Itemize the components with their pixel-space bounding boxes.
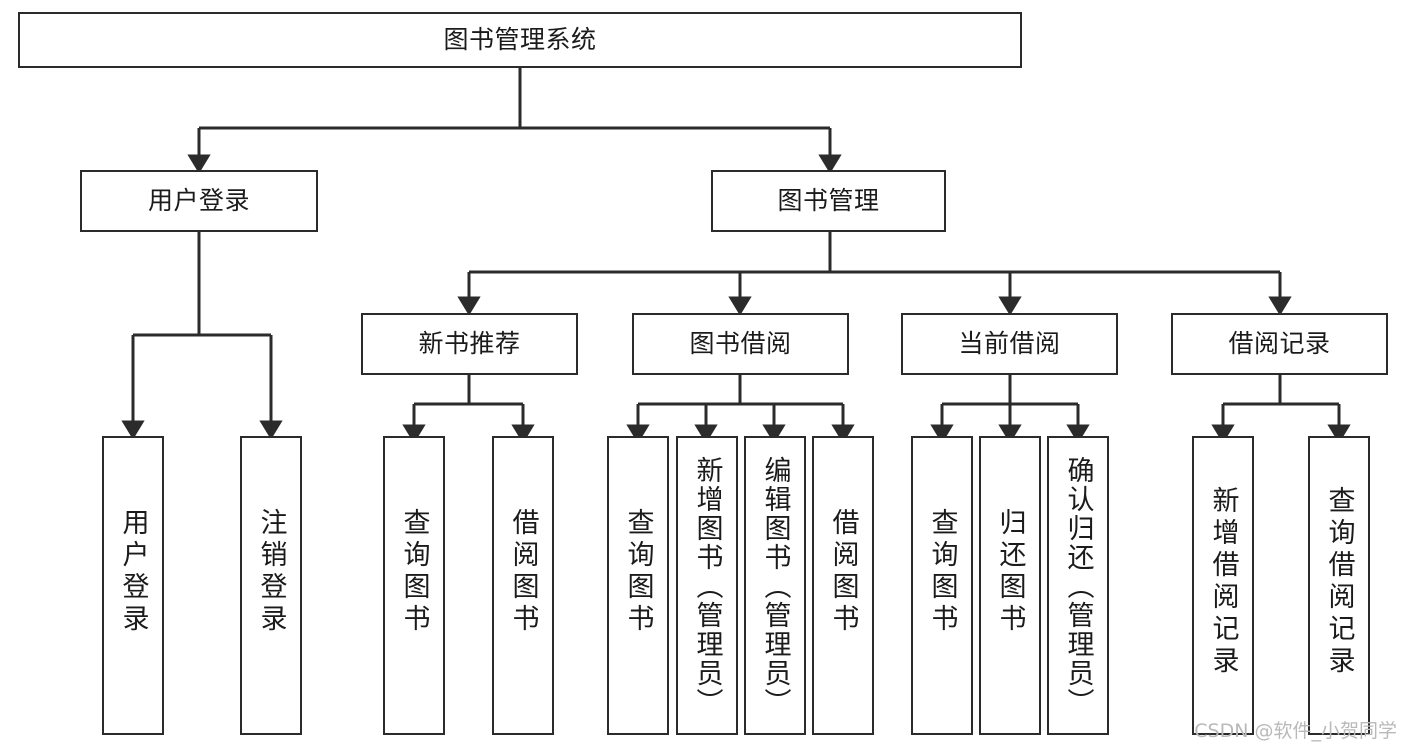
leaf-borrow-book-1[interactable]: 借阅图书 [492, 436, 554, 735]
watermark: CSDN @软件_小贺同学 [1194, 720, 1397, 742]
node-book-borrow[interactable]: 图书借阅 [632, 313, 849, 375]
leaf-add-record-label: 新增借阅记录 [1207, 486, 1239, 678]
leaf-query-book-1-label: 查询图书 [398, 508, 430, 636]
node-new-book-rec-label: 新书推荐 [418, 329, 521, 358]
node-root[interactable]: 图书管理系统 [18, 12, 1022, 68]
leaf-query-record-label: 查询借阅记录 [1323, 486, 1355, 678]
leaf-borrow-book-2[interactable]: 借阅图书 [812, 436, 874, 735]
leaf-edit-book[interactable]: 编辑图书（管理员） [744, 436, 806, 735]
node-current-borrow-label: 当前借阅 [958, 329, 1061, 358]
leaf-add-book-label: 新增图书（管理员） [691, 456, 723, 717]
node-user-login-label: 用户登录 [147, 186, 250, 215]
leaf-user-logout[interactable]: 注销登录 [240, 436, 302, 735]
node-user-login[interactable]: 用户登录 [80, 170, 318, 232]
node-current-borrow[interactable]: 当前借阅 [901, 313, 1118, 375]
leaf-user-logout-label: 注销登录 [255, 508, 287, 636]
leaf-user-login[interactable]: 用户登录 [102, 436, 164, 735]
leaf-return-book-label: 归还图书 [994, 508, 1026, 636]
node-book-borrow-label: 图书借阅 [689, 329, 792, 358]
leaf-query-book-3[interactable]: 查询图书 [911, 436, 973, 735]
node-new-book-rec[interactable]: 新书推荐 [361, 313, 578, 375]
leaf-add-record[interactable]: 新增借阅记录 [1192, 436, 1254, 735]
leaf-query-book-2-label: 查询图书 [622, 508, 654, 636]
leaf-confirm-return-label: 确认归还（管理员） [1062, 456, 1094, 717]
leaf-edit-book-label: 编辑图书（管理员） [759, 456, 791, 717]
node-book-manage-label: 图书管理 [777, 186, 880, 215]
node-root-label: 图书管理系统 [443, 25, 597, 54]
leaf-query-book-2[interactable]: 查询图书 [607, 436, 669, 735]
leaf-query-record[interactable]: 查询借阅记录 [1308, 436, 1370, 735]
leaf-query-book-1[interactable]: 查询图书 [383, 436, 445, 735]
leaf-add-book[interactable]: 新增图书（管理员） [676, 436, 738, 735]
leaf-borrow-book-2-label: 借阅图书 [827, 508, 859, 636]
leaf-return-book[interactable]: 归还图书 [979, 436, 1041, 735]
leaf-borrow-book-1-label: 借阅图书 [507, 508, 539, 636]
node-book-manage[interactable]: 图书管理 [711, 170, 946, 232]
node-borrow-record[interactable]: 借阅记录 [1171, 313, 1388, 375]
node-borrow-record-label: 借阅记录 [1228, 329, 1331, 358]
leaf-confirm-return[interactable]: 确认归还（管理员） [1047, 436, 1109, 735]
leaf-query-book-3-label: 查询图书 [926, 508, 958, 636]
leaf-user-login-label: 用户登录 [117, 508, 149, 636]
